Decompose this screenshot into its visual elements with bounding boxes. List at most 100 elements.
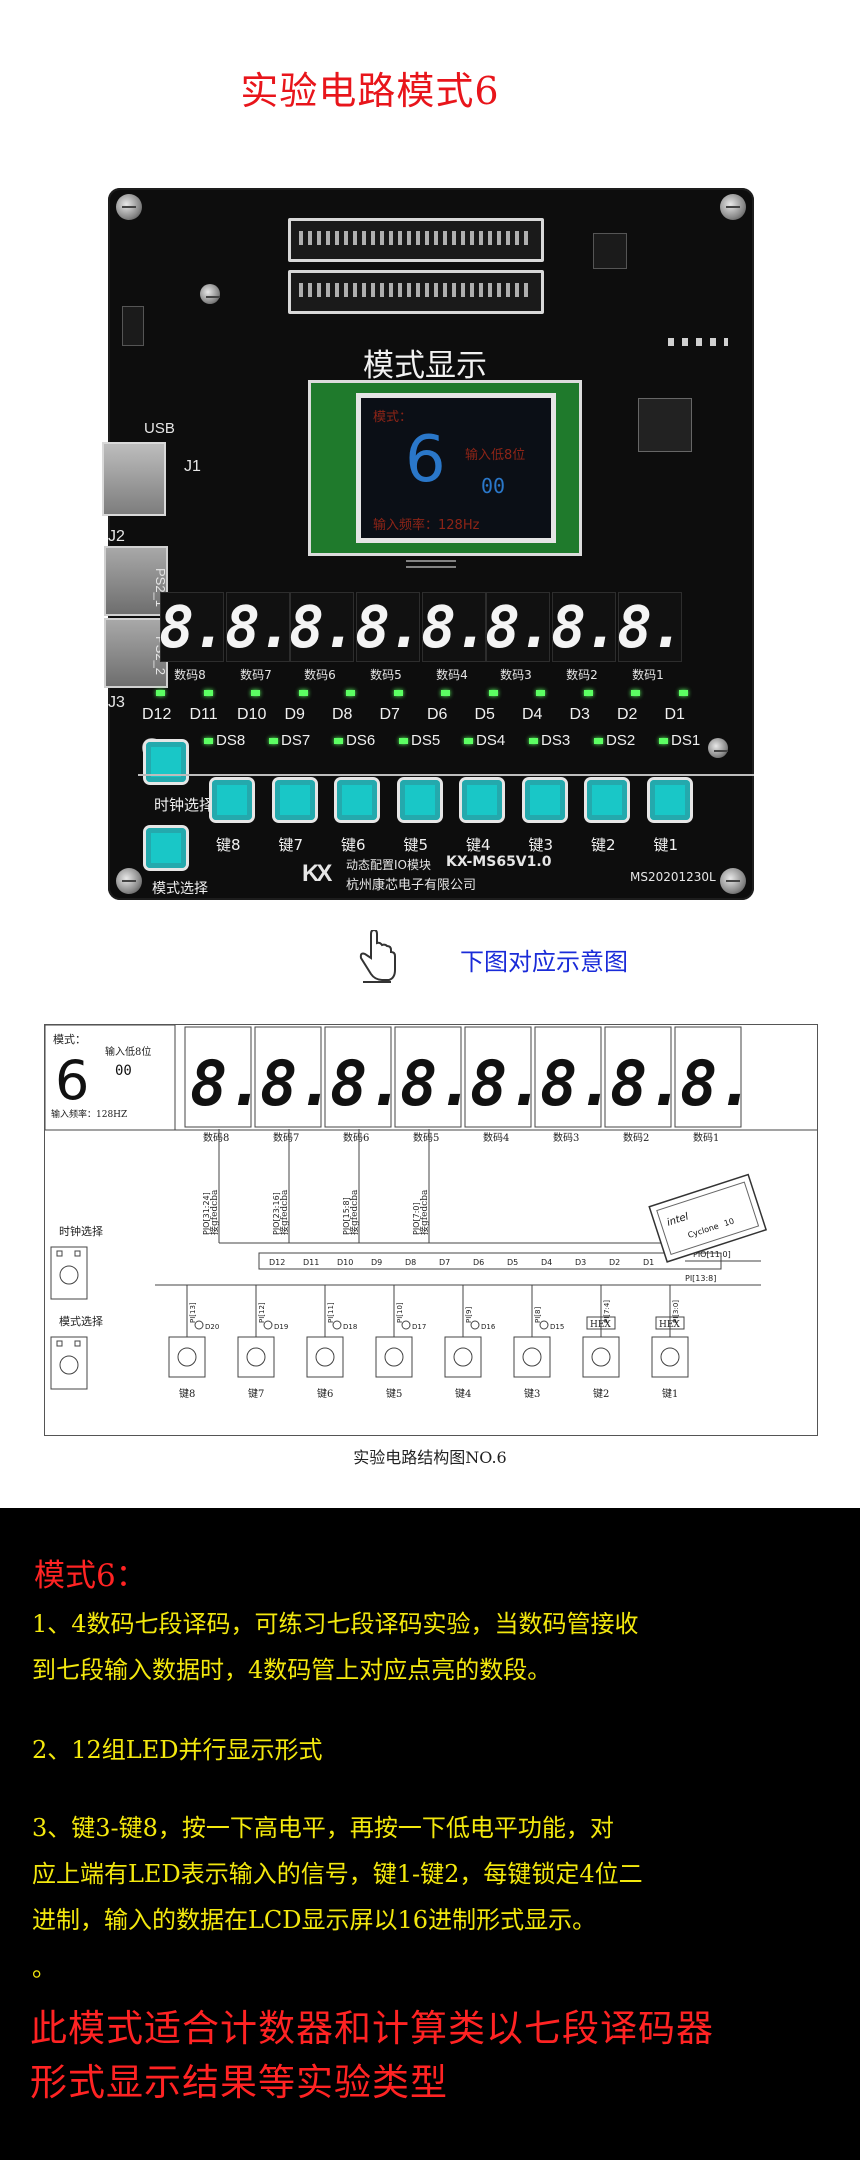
chip-component	[638, 398, 692, 452]
seven-segment-label: 数码1	[632, 668, 664, 682]
usb-port	[102, 442, 166, 516]
clock-select-key[interactable]	[146, 742, 186, 782]
seven-segment-digit: 8.	[355, 592, 423, 662]
push-key-2[interactable]	[587, 780, 627, 820]
schem-bus-desc: 接gfedcba	[348, 1189, 360, 1235]
seven-segment-label: 数码6	[304, 668, 336, 682]
push-key-7[interactable]	[274, 780, 315, 820]
ds-label: DS6	[346, 732, 376, 749]
io-header-connector	[288, 218, 544, 262]
schem-led-label: D5	[507, 1258, 518, 1267]
usb-label: USB	[144, 420, 175, 437]
schem-key-led	[263, 1320, 273, 1330]
green-led-icon	[529, 738, 538, 744]
schem-key-led	[470, 1320, 480, 1330]
ps2-port-1	[104, 546, 168, 616]
schem-pio-key: PI[13:8]	[685, 1274, 716, 1283]
schem-digit-glyph: 8.	[330, 1047, 405, 1120]
mode-select-label: 模式选择	[152, 881, 208, 897]
seven-segment-digit: 8.	[225, 592, 293, 662]
schem-led-label: D7	[439, 1258, 450, 1267]
schem-key-led	[194, 1320, 204, 1330]
screw-icon	[116, 868, 142, 894]
led-label: D12	[142, 706, 172, 723]
schem-key-label: 键8	[179, 1387, 195, 1400]
green-led-icon	[441, 690, 450, 696]
description-panel: 模式6： 1、4数码七段译码，可练习七段译码实验，当数码管接收 到七段输入数据时…	[0, 1508, 860, 2160]
seven-segment-label: 数码4	[436, 668, 468, 682]
push-key-4[interactable]	[462, 780, 502, 820]
board-photo: USB J1 J2 PS2_1 PS2_2 J3 模式显示 模式： 6 输入低8…	[102, 188, 754, 900]
schem-pio-led: PIO[11:0]	[693, 1250, 731, 1259]
schem-key-box	[168, 1336, 206, 1378]
schem-led-label: D1	[643, 1258, 654, 1267]
led-label: D3	[569, 706, 590, 723]
schematic-caption: 实验电路结构图NO.6	[353, 1448, 507, 1467]
schem-bus-label: PIO[23:16]	[272, 1192, 281, 1235]
chip-component	[593, 233, 627, 269]
mode-select-key[interactable]	[146, 828, 186, 868]
key-label: 键2	[591, 836, 616, 854]
schem-digit-box	[254, 1026, 322, 1128]
schem-key-pio: PI[7:4]	[603, 1300, 611, 1323]
board-serial: MS20201230L	[630, 870, 716, 884]
schem-bus-label: PIO[7:0]	[412, 1202, 421, 1235]
panel-line-7: 。	[32, 1954, 56, 1982]
key-label: 键1	[653, 836, 679, 854]
schem-key-label: 键5	[386, 1387, 402, 1400]
panel-line-4: 3、键3-键8，按一下高电平，再按一下低电平功能，对	[32, 1814, 614, 1842]
led-label: D10	[237, 706, 267, 723]
push-key-6[interactable]	[337, 780, 377, 820]
seven-segment-label: 数码3	[500, 668, 532, 682]
schem-key-label: 键3	[524, 1387, 540, 1400]
led-label: D1	[664, 706, 685, 723]
diagram-hint-text: 下图对应示意图	[460, 948, 628, 976]
key-label: 键5	[403, 836, 429, 854]
schem-digit-box	[674, 1026, 742, 1128]
schem-bus-desc: 接gfedcba	[418, 1189, 430, 1235]
push-key-8[interactable]	[212, 780, 252, 820]
push-key-3[interactable]	[524, 780, 565, 820]
schem-key-led	[401, 1320, 411, 1330]
schem-digit-label: 数码1	[693, 1131, 719, 1144]
schem-digit-glyph: 8.	[260, 1047, 335, 1120]
led-label: D5	[474, 706, 495, 723]
panel-line-2: 到七段输入数据时，4数码管上对应点亮的数段。	[32, 1656, 552, 1684]
schem-bus-label: PIO[15:8]	[342, 1197, 351, 1235]
schem-led-label: D3	[575, 1258, 586, 1267]
green-led-icon	[298, 690, 308, 696]
push-key-5[interactable]	[399, 780, 440, 820]
schem-key-label: 键1	[662, 1387, 678, 1400]
schem-key-led-label: D18	[343, 1323, 357, 1331]
board-divider	[138, 774, 754, 776]
io-header-connector	[288, 270, 544, 314]
j3-label: J3	[108, 694, 125, 711]
schem-hex-box	[586, 1316, 616, 1330]
schem-key-led-label: D19	[274, 1323, 288, 1331]
key-label: 键6	[341, 836, 366, 854]
schem-digit-box	[464, 1026, 532, 1128]
green-led-icon	[594, 738, 603, 744]
schem-digit-label: 数码5	[413, 1131, 439, 1144]
schem-key-led-label: D20	[205, 1323, 219, 1331]
schem-freq-label: 输入频率：128HZ	[51, 1108, 127, 1120]
schem-key-pio: PI[8]	[534, 1307, 542, 1323]
panel-line-5: 应上端有LED表示输入的信号，键1-键2，每键锁定4位二	[32, 1860, 643, 1888]
schem-digit-box	[394, 1026, 462, 1128]
schem-key-label: 键2	[593, 1387, 609, 1400]
mode-display-label: 模式显示	[363, 348, 487, 384]
schem-led-label: D10	[337, 1258, 353, 1267]
panel-summary-2: 形式显示结果等实验类型	[30, 2061, 448, 2104]
schem-key-led-label: D16	[481, 1323, 496, 1331]
schem-digit-glyph: 8.	[610, 1047, 685, 1120]
green-led-icon	[399, 738, 408, 744]
screw-icon	[708, 738, 728, 758]
seven-segment-label: 数码8	[174, 668, 206, 682]
j2-label: J2	[108, 528, 125, 545]
lcd-input-text: 输入低8位	[465, 448, 526, 463]
green-led-icon	[659, 738, 668, 744]
push-key-1[interactable]	[649, 780, 690, 820]
panel-line-1: 1、4数码七段译码，可练习七段译码实验，当数码管接收	[32, 1610, 639, 1638]
schem-key-box	[582, 1336, 620, 1378]
footer-model: KX-MS65V1.0	[446, 854, 552, 870]
